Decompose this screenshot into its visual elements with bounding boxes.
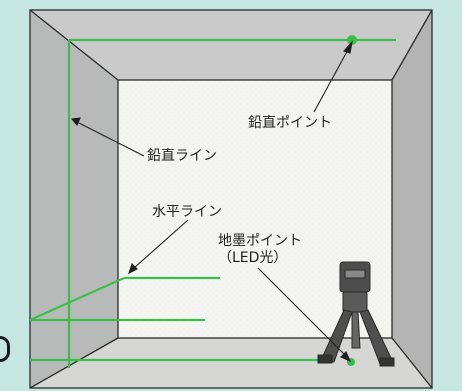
- right-wall: [392, 10, 432, 388]
- ceiling: [30, 10, 432, 80]
- label-vertical-line: 鉛直ライン: [147, 148, 217, 164]
- left-wall: [30, 10, 118, 388]
- label-horizontal-line: 水平ライン: [152, 204, 222, 220]
- page-edge-mark: [0, 336, 10, 362]
- leader-arrows: [70, 40, 353, 363]
- label-floor-point: 地墨ポイント: [218, 233, 302, 249]
- vertical-point-dot: [347, 35, 357, 45]
- laser-lines: [29, 38, 396, 368]
- label-vertical-point: 鉛直ポイント: [248, 115, 332, 131]
- label-floor-point-led: （LED光）: [218, 250, 288, 266]
- horizontal-line-left: [29, 276, 125, 322]
- laser-level-tripod: [317, 261, 395, 367]
- room-edges: [29, 9, 433, 389]
